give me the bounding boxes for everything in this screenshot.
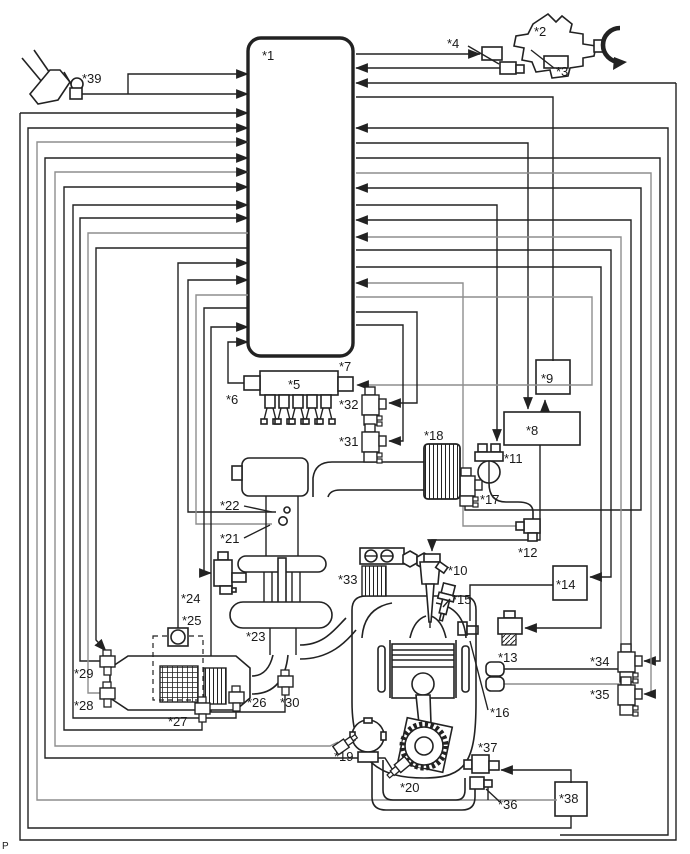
callout-32: *32 <box>339 397 359 412</box>
sensor-37 <box>463 754 500 774</box>
callout-9: *9 <box>541 371 553 386</box>
callout-17: *17 <box>480 492 500 507</box>
sensor-30 <box>277 669 294 696</box>
callout-1: *1 <box>262 48 274 63</box>
callout-14: *14 <box>556 577 576 592</box>
relay-box-14 <box>552 565 588 601</box>
dashed-boundary <box>152 635 204 701</box>
callout-23: *23 <box>246 629 266 644</box>
callout-5: *5 <box>288 377 300 392</box>
callout-16: *16 <box>490 705 510 720</box>
callout-2: *2 <box>534 24 546 39</box>
wiring-harness <box>19 49 677 841</box>
filter-element <box>159 665 199 703</box>
callout-30: *30 <box>280 695 300 710</box>
injector-10 <box>419 553 449 628</box>
callout-36: *36 <box>498 797 518 812</box>
callout-24: *24 <box>181 591 201 606</box>
callout-38: *38 <box>559 791 579 806</box>
callout-19: *19 <box>334 749 354 764</box>
callout-27: *27 <box>168 714 188 729</box>
rail-pins <box>260 394 336 425</box>
canister-18 <box>423 443 461 500</box>
accessory-pulley <box>349 717 387 763</box>
callout-15: *15 <box>452 592 472 607</box>
callout-37: *37 <box>478 740 498 755</box>
air-cleaner <box>109 627 251 711</box>
accelerator-pedal-icon <box>21 49 84 105</box>
relay-box-9 <box>535 359 571 395</box>
callout-26: *26 <box>247 695 267 710</box>
callout-39: *39 <box>82 71 102 86</box>
cylinder-head <box>351 595 477 640</box>
vsv-24 <box>213 551 247 595</box>
rotation-arrow-icon <box>600 25 627 70</box>
callout-33: *33 <box>338 572 358 587</box>
vsv-32 <box>361 386 387 427</box>
sensor-36 <box>469 776 493 790</box>
callout-29: *29 <box>74 666 94 681</box>
actuator-assembly <box>467 12 627 79</box>
callout-22: *22 <box>220 498 240 513</box>
callout-20: *20 <box>400 780 420 795</box>
crank-gear <box>399 721 449 771</box>
callout-28: *28 <box>74 698 94 713</box>
rail-tab-7 <box>337 376 354 392</box>
callout-4: *4 <box>447 36 459 51</box>
callout-25: *25 <box>182 613 202 628</box>
callout-35: *35 <box>590 687 610 702</box>
connector-4a <box>481 46 503 61</box>
engine <box>349 547 477 779</box>
piston <box>391 643 455 725</box>
valve-11 <box>474 443 504 484</box>
callout-12: *12 <box>518 545 538 560</box>
sensor-12 <box>515 518 541 542</box>
callout-3: *3 <box>556 64 568 79</box>
callout-13: *13 <box>498 650 518 665</box>
callout-10: *10 <box>448 563 468 578</box>
vsv-31 <box>361 423 387 464</box>
connector-4b <box>499 61 517 75</box>
callout-34: *34 <box>590 654 610 669</box>
callout-8: *8 <box>526 423 538 438</box>
throttle-body <box>229 457 333 655</box>
clamp-16 <box>457 621 479 636</box>
callout-11: *11 <box>504 451 523 466</box>
hoses <box>251 461 534 811</box>
coil-rail <box>243 370 354 425</box>
callout-7: *7 <box>339 359 351 374</box>
rail-tab-6 <box>243 375 261 391</box>
callout-18: *18 <box>424 428 444 443</box>
damper <box>485 661 505 692</box>
callout-21: *21 <box>220 531 240 546</box>
relay-box-8 <box>503 411 581 446</box>
callout-31: *31 <box>339 434 359 449</box>
callout-6: *6 <box>226 392 238 407</box>
corner-mark: P <box>2 841 9 852</box>
callout-labels: *1 *2 *3 *4 *5 *6 *7 *8 *9 *10 *11 *12 *… <box>2 24 610 852</box>
sensor-13 <box>497 610 523 646</box>
leader-lines <box>243 505 501 803</box>
ecm-box <box>246 36 355 358</box>
throttle-motor <box>241 457 309 497</box>
